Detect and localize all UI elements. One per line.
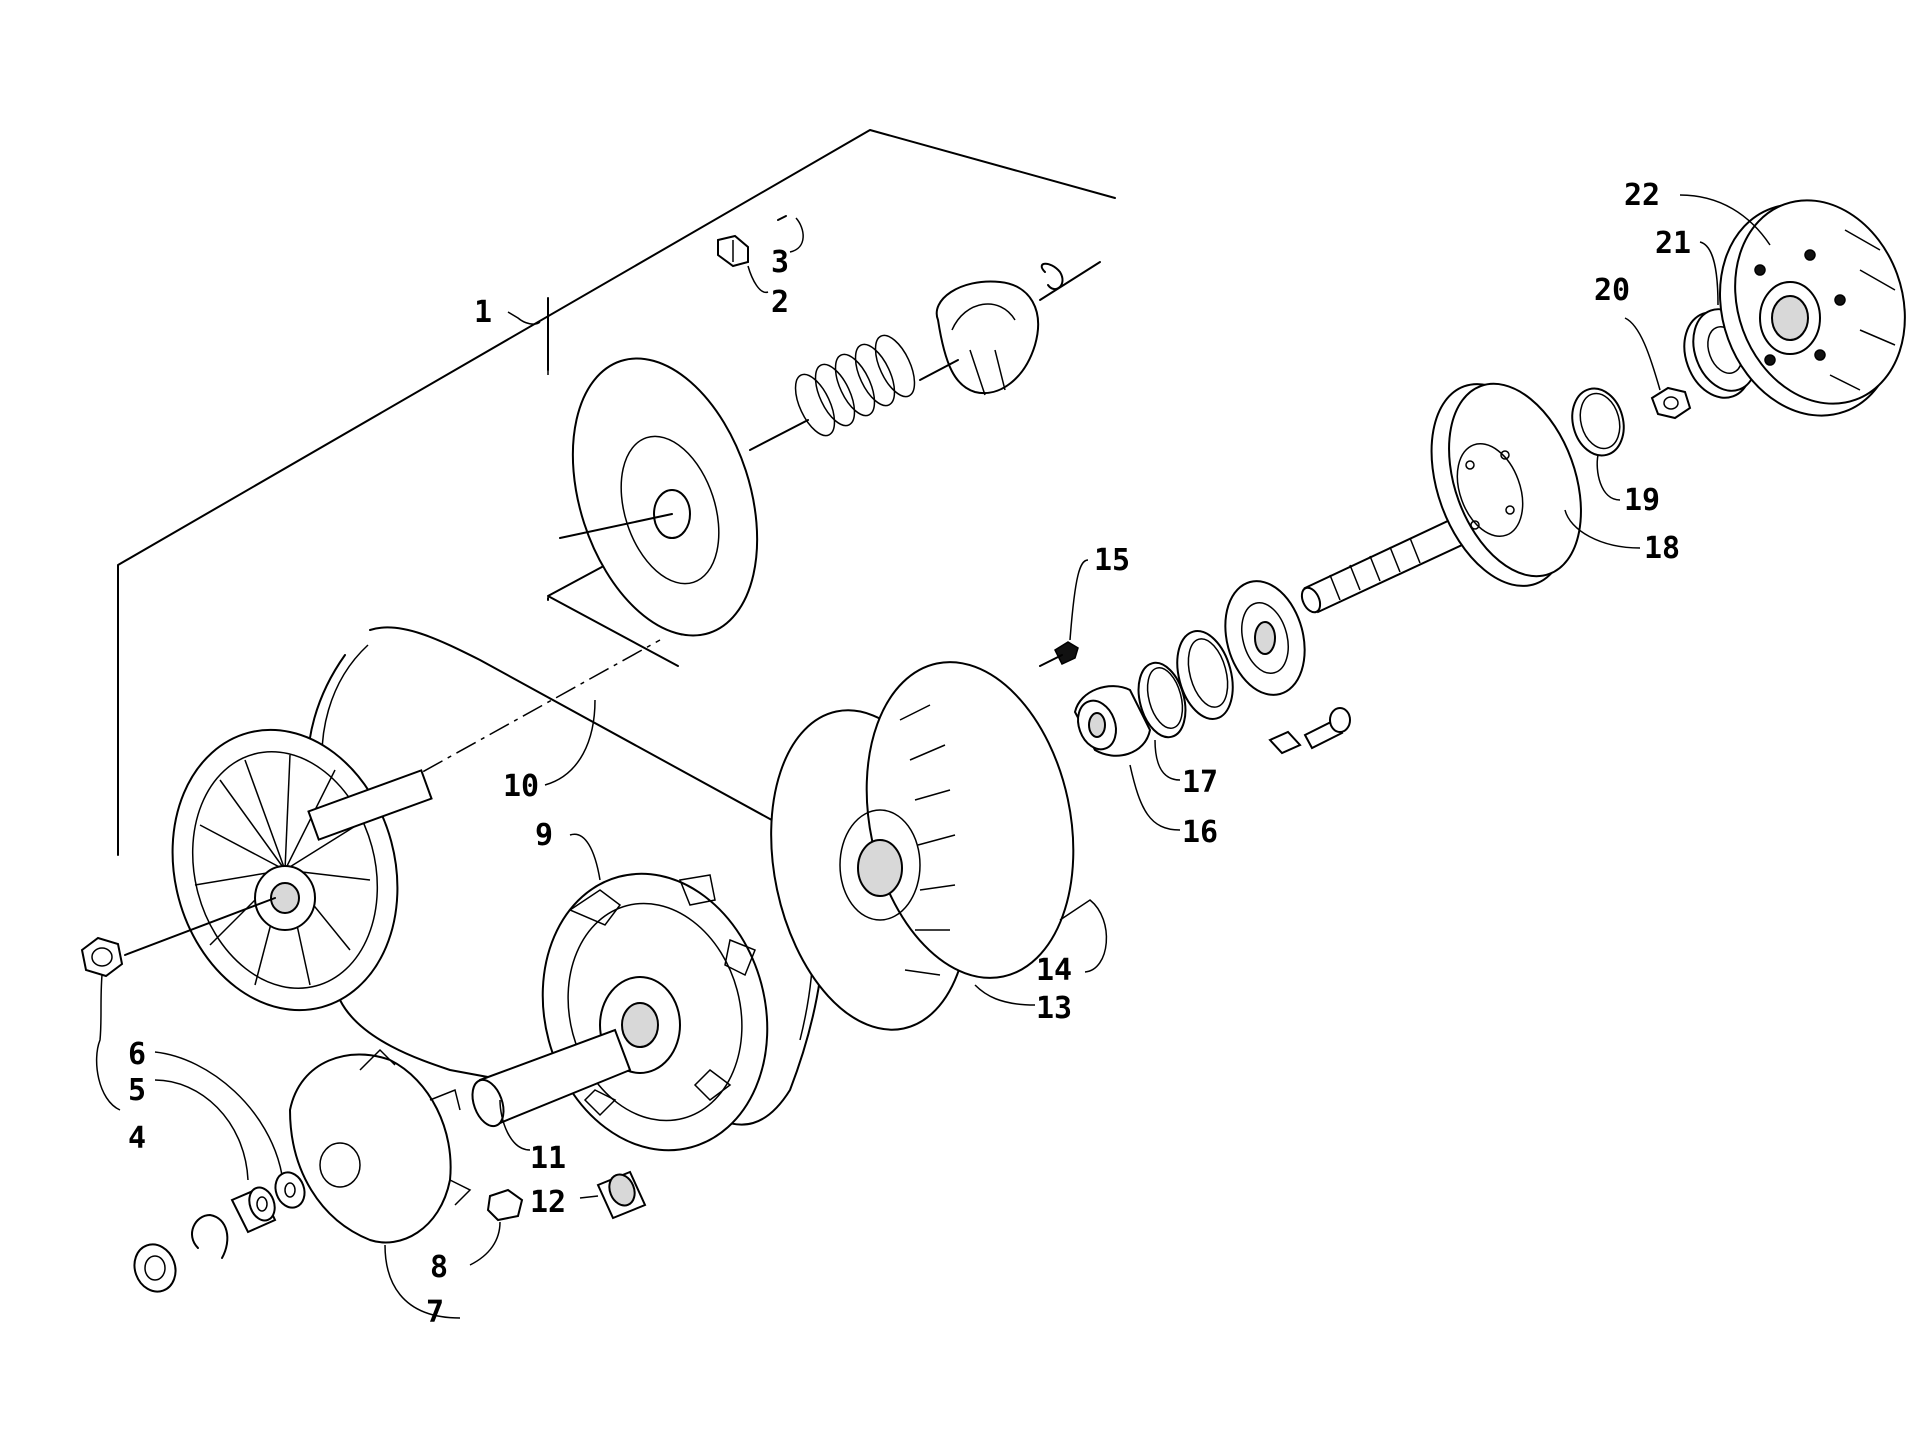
callout-8: 8: [430, 1250, 448, 1285]
driven-sheave-part: [559, 357, 759, 637]
callout-22: 22: [1624, 178, 1660, 213]
callout-17: 17: [1182, 765, 1218, 800]
bushing-part-5: [230, 1186, 277, 1234]
screw-part-3: [777, 215, 787, 221]
bushing-part-12: [596, 1170, 647, 1220]
callout-14: 14: [1036, 953, 1072, 988]
leader-lines: [95, 194, 1771, 1319]
clutch-cover-part-7: [288, 1048, 472, 1244]
helix-cam-part: [919, 261, 1101, 396]
retaining-ring-part-19: [1571, 387, 1625, 457]
callout-19: 19: [1624, 483, 1660, 518]
nut-part-4: [80, 936, 124, 978]
callout-12: 12: [530, 1185, 566, 1220]
centrifugal-clutch-part-22: [1718, 199, 1906, 417]
callout-9: 9: [535, 818, 553, 853]
drive-clutch-part-9: [541, 872, 769, 1152]
callout-6: 6: [128, 1037, 146, 1072]
callout-10: 10: [503, 769, 539, 804]
callout-labels: 1 2 3 4 5 6 7 8 9 10 11 12 13 14 15 16 1…: [128, 178, 1691, 1330]
o-ring-part-17: [1137, 661, 1187, 739]
callout-1: 1: [474, 295, 492, 330]
slider-part-8: [486, 1188, 524, 1222]
callout-3: 3: [771, 245, 789, 280]
callout-18: 18: [1644, 531, 1680, 566]
nut-part-20: [1650, 386, 1692, 420]
slider-button-part-2: [717, 234, 749, 268]
callout-5: 5: [128, 1073, 146, 1108]
output-shaft-part-18: [1300, 382, 1582, 614]
washer-part-6: [274, 1171, 306, 1209]
callout-15: 15: [1094, 543, 1130, 578]
fixed-sheave-part: [124, 728, 433, 1012]
callout-4: 4: [128, 1121, 146, 1156]
bearing-part-16: [1073, 685, 1152, 757]
retaining-ring-part: [191, 1214, 229, 1259]
seal-ring-part: [1176, 630, 1234, 720]
shaft-part-11: [471, 1028, 632, 1128]
ball-bearing-part: [1224, 580, 1306, 696]
snap-ring-part: [1040, 262, 1064, 291]
callout-7: 7: [426, 1295, 444, 1330]
callout-20: 20: [1594, 273, 1630, 308]
screw-part-15: [1039, 641, 1079, 667]
callout-11: 11: [530, 1141, 566, 1176]
callout-21: 21: [1655, 226, 1691, 261]
callout-16: 16: [1182, 815, 1218, 850]
clutch-housing-part-13: [770, 661, 1075, 1031]
callout-13: 13: [1036, 991, 1072, 1026]
callout-2: 2: [771, 285, 789, 320]
bolt-washer-part: [1268, 707, 1351, 755]
driven-spring-part: [749, 334, 916, 451]
seal-part: [133, 1243, 177, 1293]
